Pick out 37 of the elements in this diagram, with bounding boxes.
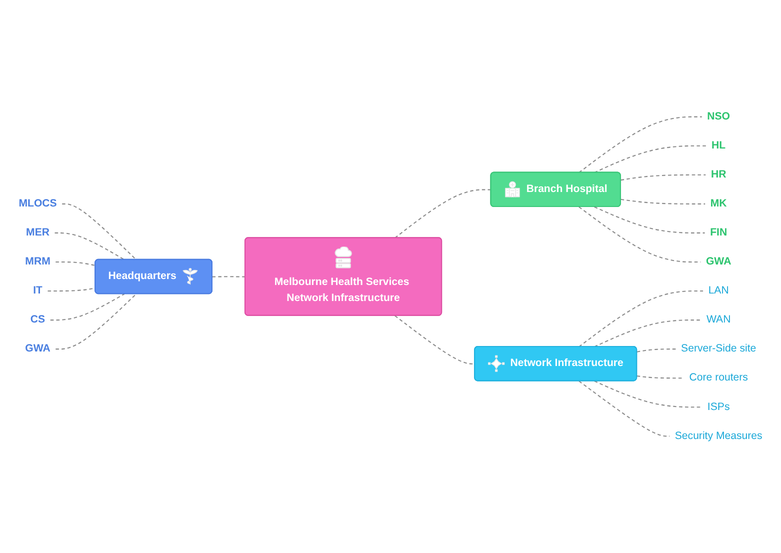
node-text: FIN bbox=[710, 227, 728, 238]
connector bbox=[212, 276, 246, 278]
node-text: MK bbox=[710, 198, 727, 210]
node-text: LAN bbox=[708, 285, 729, 296]
node-text: WAN bbox=[706, 314, 731, 326]
connector bbox=[578, 290, 704, 348]
node-text: HL bbox=[712, 140, 726, 152]
connector bbox=[620, 198, 706, 204]
connector bbox=[394, 189, 492, 238]
connector bbox=[394, 315, 475, 364]
connector bbox=[54, 232, 125, 260]
node-text: GWA bbox=[25, 343, 50, 354]
connector bbox=[56, 261, 96, 266]
node-text: MER bbox=[26, 227, 50, 238]
connector bbox=[56, 294, 137, 350]
connector bbox=[636, 348, 676, 352]
connector bbox=[578, 380, 670, 437]
node-text: MRM bbox=[25, 256, 50, 268]
node-text: Core routers bbox=[689, 372, 748, 384]
connector bbox=[62, 203, 137, 260]
node-text: NSO bbox=[707, 110, 730, 122]
connector bbox=[594, 380, 702, 408]
node-text: GWA bbox=[706, 256, 732, 268]
node-text: CS bbox=[30, 314, 46, 326]
node-text: HR bbox=[710, 168, 726, 180]
node-text: MLOCS bbox=[18, 198, 57, 210]
connector bbox=[594, 145, 706, 174]
connector bbox=[620, 174, 706, 181]
node-text: Security Measures bbox=[674, 430, 762, 442]
connector bbox=[636, 375, 684, 379]
connector bbox=[578, 116, 702, 173]
node-text: ISPs bbox=[707, 401, 730, 412]
node-text: IT bbox=[33, 285, 42, 296]
connector bbox=[594, 320, 702, 348]
node-text: Server-Side site bbox=[681, 343, 756, 354]
connector bbox=[594, 206, 705, 234]
connector bbox=[50, 294, 125, 321]
